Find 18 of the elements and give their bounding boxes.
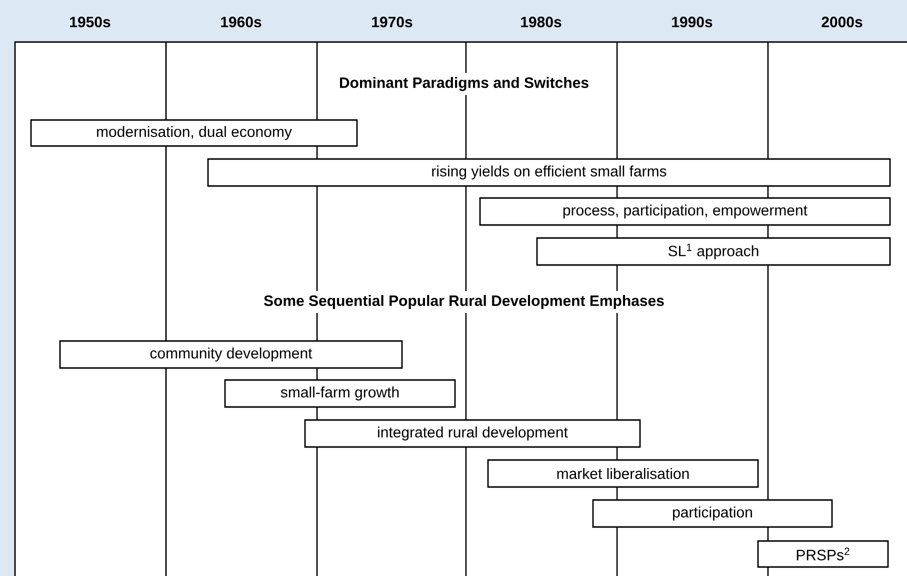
timeline-bar: SL$^{1}$ approach	[536, 237, 891, 266]
decade-label: 1950s	[70, 16, 110, 28]
decade-label: 2000s	[822, 16, 862, 28]
timeline-bar: small-farm growth	[224, 379, 456, 408]
timeline-bar: participation	[592, 499, 833, 528]
decade-label: 1970s	[372, 16, 412, 28]
timeline-bar: market liberalisation	[487, 459, 759, 488]
timeline-bar: rising yields on efficient small farms	[207, 158, 891, 187]
section-heading: Dominant Paradigms and Switches	[336, 72, 592, 96]
timeline-bar: integrated rural development	[304, 419, 641, 448]
decade-label: 1990s	[672, 16, 712, 28]
decade-label: 1960s	[221, 16, 262, 28]
timeline-bar: community development	[59, 340, 403, 369]
timeline-bar: process, participation, empowerment	[479, 197, 891, 226]
timeline-bar: PRSPs$^{2}$	[757, 540, 889, 568]
timeline-bar: modernisation, dual economy	[30, 119, 358, 147]
section-heading: Some Sequential Popular Rural Development Emphases	[260, 291, 668, 313]
decade-label: 1980s	[521, 16, 562, 28]
